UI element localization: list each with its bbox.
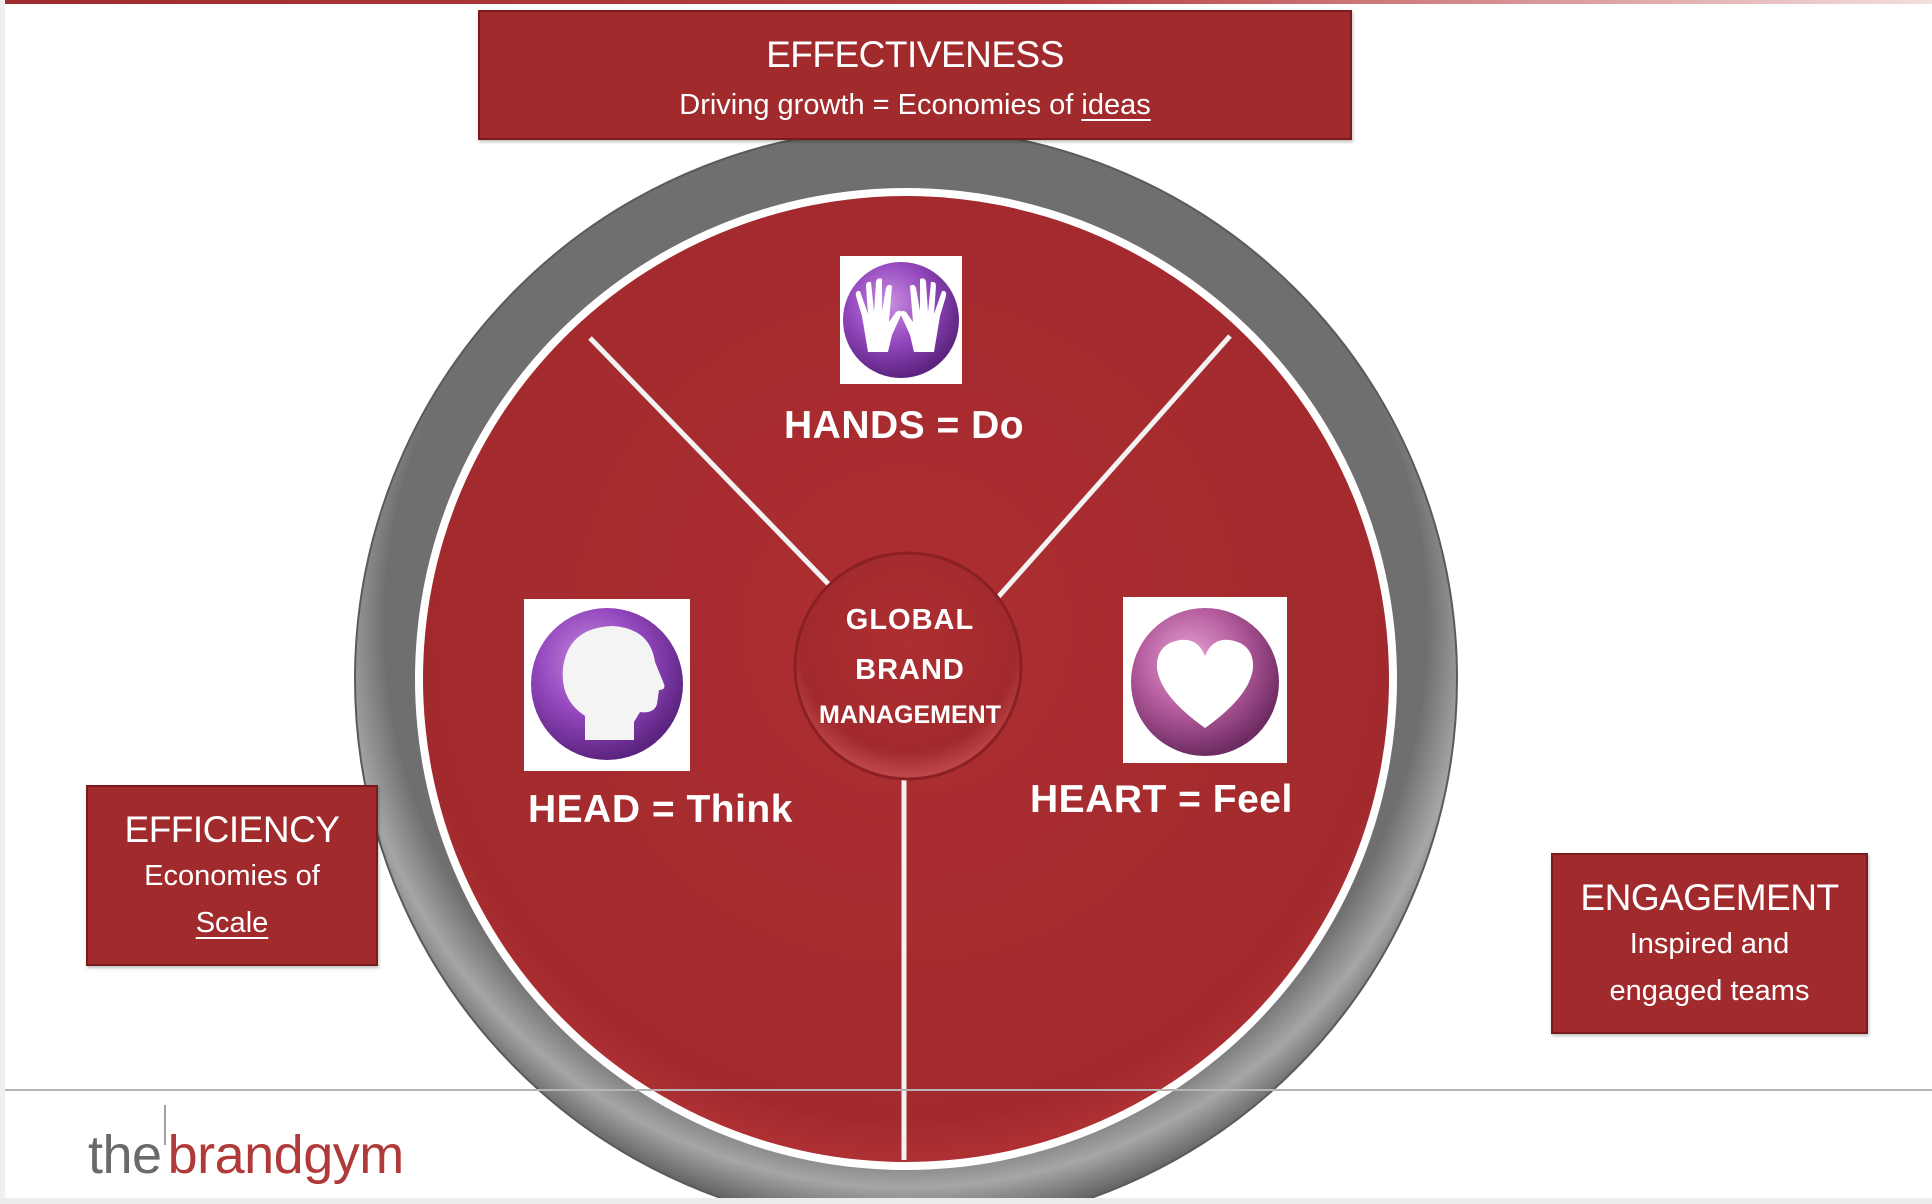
- effectiveness-subtitle-text: Driving growth = Economies of: [679, 89, 1082, 121]
- hub-line-2: BRAND: [855, 654, 965, 686]
- engagement-box: ENGAGEMENT Inspired and engaged teams: [1551, 853, 1868, 1034]
- heart-icon: [1123, 597, 1287, 763]
- effectiveness-box: EFFECTIVENESS Driving growth = Economies…: [478, 10, 1352, 140]
- engagement-line-1: Inspired and: [1629, 928, 1790, 960]
- hub-label: GLOBAL BRAND MANAGEMENT: [790, 595, 1030, 735]
- logo-divider: [163, 1105, 166, 1145]
- raised-hands-icon: [840, 256, 962, 384]
- effectiveness-title: EFFECTIVENESS: [766, 34, 1064, 75]
- effectiveness-subtitle-ideas: ideas: [1081, 89, 1151, 121]
- head-label: HEAD = Think: [528, 788, 793, 831]
- efficiency-box: EFFICIENCY Economies of Scale: [86, 785, 378, 966]
- hub-line-3: MANAGEMENT: [819, 701, 1001, 729]
- engagement-title: ENGAGEMENT: [1580, 877, 1839, 918]
- logo-the: the: [88, 1125, 162, 1185]
- efficiency-line-1: Economies of: [144, 860, 320, 892]
- logo-brandgym: brandgym: [167, 1125, 405, 1185]
- spoke-upper-right: [990, 334, 1232, 606]
- top-rule: [0, 0, 1932, 4]
- engagement-line-2: engaged teams: [1609, 975, 1810, 1007]
- heart-label: HEART = Feel: [1030, 778, 1293, 821]
- hub-circle: [793, 551, 1023, 781]
- spoke-upper-left: [588, 336, 844, 600]
- efficiency-line-2: Scale: [195, 907, 269, 939]
- bottom-edge: [0, 1198, 1932, 1204]
- hands-label: HANDS = Do: [784, 404, 1025, 447]
- footer-rule: [5, 1089, 1932, 1091]
- left-edge: [0, 0, 5, 1204]
- efficiency-title: EFFICIENCY: [124, 809, 340, 850]
- effectiveness-subtitle: Driving growth = Economies of ideas: [480, 80, 1350, 130]
- head-profile-icon: [524, 599, 690, 771]
- hub-line-1: GLOBAL: [845, 604, 975, 636]
